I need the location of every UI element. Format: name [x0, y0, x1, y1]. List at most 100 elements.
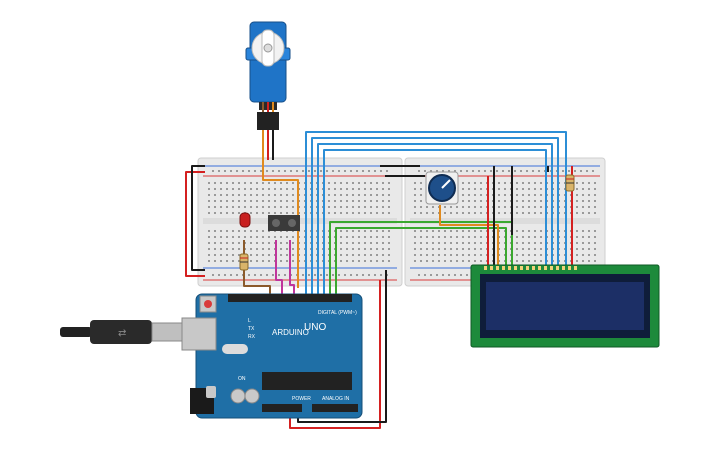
breadboard-hole [438, 260, 440, 262]
breadboard-hole [370, 194, 372, 196]
breadboard-hole [358, 254, 360, 256]
breadboard-hole [364, 254, 366, 256]
breadboard-hole [238, 200, 240, 202]
breadboard-hole [370, 206, 372, 208]
breadboard-hole [232, 260, 234, 262]
breadboard-hole [522, 200, 524, 202]
breadboard-hole [480, 254, 482, 256]
breadboard-hole [268, 188, 270, 190]
breadboard-hole [358, 230, 360, 232]
breadboard-hole [588, 248, 590, 250]
breadboard-hole [438, 242, 440, 244]
breadboard-hole [594, 206, 596, 208]
breadboard-hole [346, 200, 348, 202]
lcd-pin [550, 266, 553, 270]
breadboard-hole [576, 230, 578, 232]
breadboard-hole [346, 182, 348, 184]
breadboard-hole [474, 254, 476, 256]
breadboard-hole [364, 230, 366, 232]
rail-hole [478, 170, 480, 172]
breadboard-hole [238, 188, 240, 190]
breadboard-hole [232, 194, 234, 196]
breadboard-hole [426, 242, 428, 244]
breadboard-hole [346, 254, 348, 256]
breadboard-hole [382, 200, 384, 202]
breadboard-hole [480, 260, 482, 262]
breadboard-hole [414, 212, 416, 214]
breadboard-hole [340, 206, 342, 208]
wire-blue-3 [317, 143, 553, 295]
breadboard-hole [346, 194, 348, 196]
breadboard-hole [498, 188, 500, 190]
breadboard-hole [256, 188, 258, 190]
rail-hole [320, 170, 322, 172]
breadboard-hole [292, 200, 294, 202]
breadboard-hole [226, 194, 228, 196]
breadboard-hole [594, 260, 596, 262]
breadboard-hole [250, 230, 252, 232]
breadboard-hole [208, 242, 210, 244]
breadboard-hole [346, 260, 348, 262]
rail-hole [308, 170, 310, 172]
breadboard-hole [256, 248, 258, 250]
breadboard-hole [456, 236, 458, 238]
breadboard-hole [474, 230, 476, 232]
breadboard-hole [432, 212, 434, 214]
wire-pot-wiper [439, 205, 499, 265]
breadboard-hole [468, 230, 470, 232]
rail-hole [272, 274, 274, 276]
breadboard-hole [286, 248, 288, 250]
breadboard-hole [280, 188, 282, 190]
breadboard-hole [340, 194, 342, 196]
breadboard-hole [388, 248, 390, 250]
breadboard-hole [364, 212, 366, 214]
lcd-pin [520, 266, 523, 270]
breadboard-hole [474, 206, 476, 208]
breadboard-hole [414, 260, 416, 262]
breadboard-hole [220, 212, 222, 214]
breadboard-hole [268, 242, 270, 244]
breadboard-hole [522, 260, 524, 262]
breadboard-hole [420, 212, 422, 214]
breadboard-hole [226, 260, 228, 262]
breadboard-hole [346, 248, 348, 250]
breadboard-hole [522, 206, 524, 208]
breadboard-hole [220, 182, 222, 184]
rail-hole [484, 170, 486, 172]
breadboard-hole [388, 242, 390, 244]
breadboard-hole [358, 194, 360, 196]
breadboard-hole [450, 212, 452, 214]
breadboard-hole [462, 260, 464, 262]
breadboard-hole [262, 260, 264, 262]
breadboard-hole [358, 188, 360, 190]
rail-hole [332, 274, 334, 276]
breadboard-hole [376, 248, 378, 250]
breadboard-hole [268, 260, 270, 262]
breadboard-hole [426, 254, 428, 256]
breadboard-hole [334, 212, 336, 214]
breadboard-hole [414, 194, 416, 196]
breadboard-hole [232, 248, 234, 250]
breadboard-hole [214, 212, 216, 214]
breadboard-hole [364, 206, 366, 208]
breadboard-hole [250, 248, 252, 250]
breadboard-hole [340, 254, 342, 256]
breadboard-hole [522, 182, 524, 184]
rail-hole [436, 170, 438, 172]
breadboard-hole [528, 236, 530, 238]
breadboard-hole [588, 182, 590, 184]
breadboard-hole [382, 212, 384, 214]
breadboard-hole [540, 200, 542, 202]
breadboard-hole [340, 182, 342, 184]
breadboard-hole [208, 236, 210, 238]
rail-hole [380, 170, 382, 172]
breadboard-hole [346, 206, 348, 208]
breadboard-hole [244, 188, 246, 190]
wire-5v [289, 280, 381, 429]
digital-header-label: DIGITAL (PWM~) [318, 310, 357, 316]
rail-hole [448, 274, 450, 276]
rail-hole [272, 170, 274, 172]
tx-label: TX [248, 326, 255, 332]
breadboard-hole [334, 200, 336, 202]
breadboard-hole [208, 182, 210, 184]
